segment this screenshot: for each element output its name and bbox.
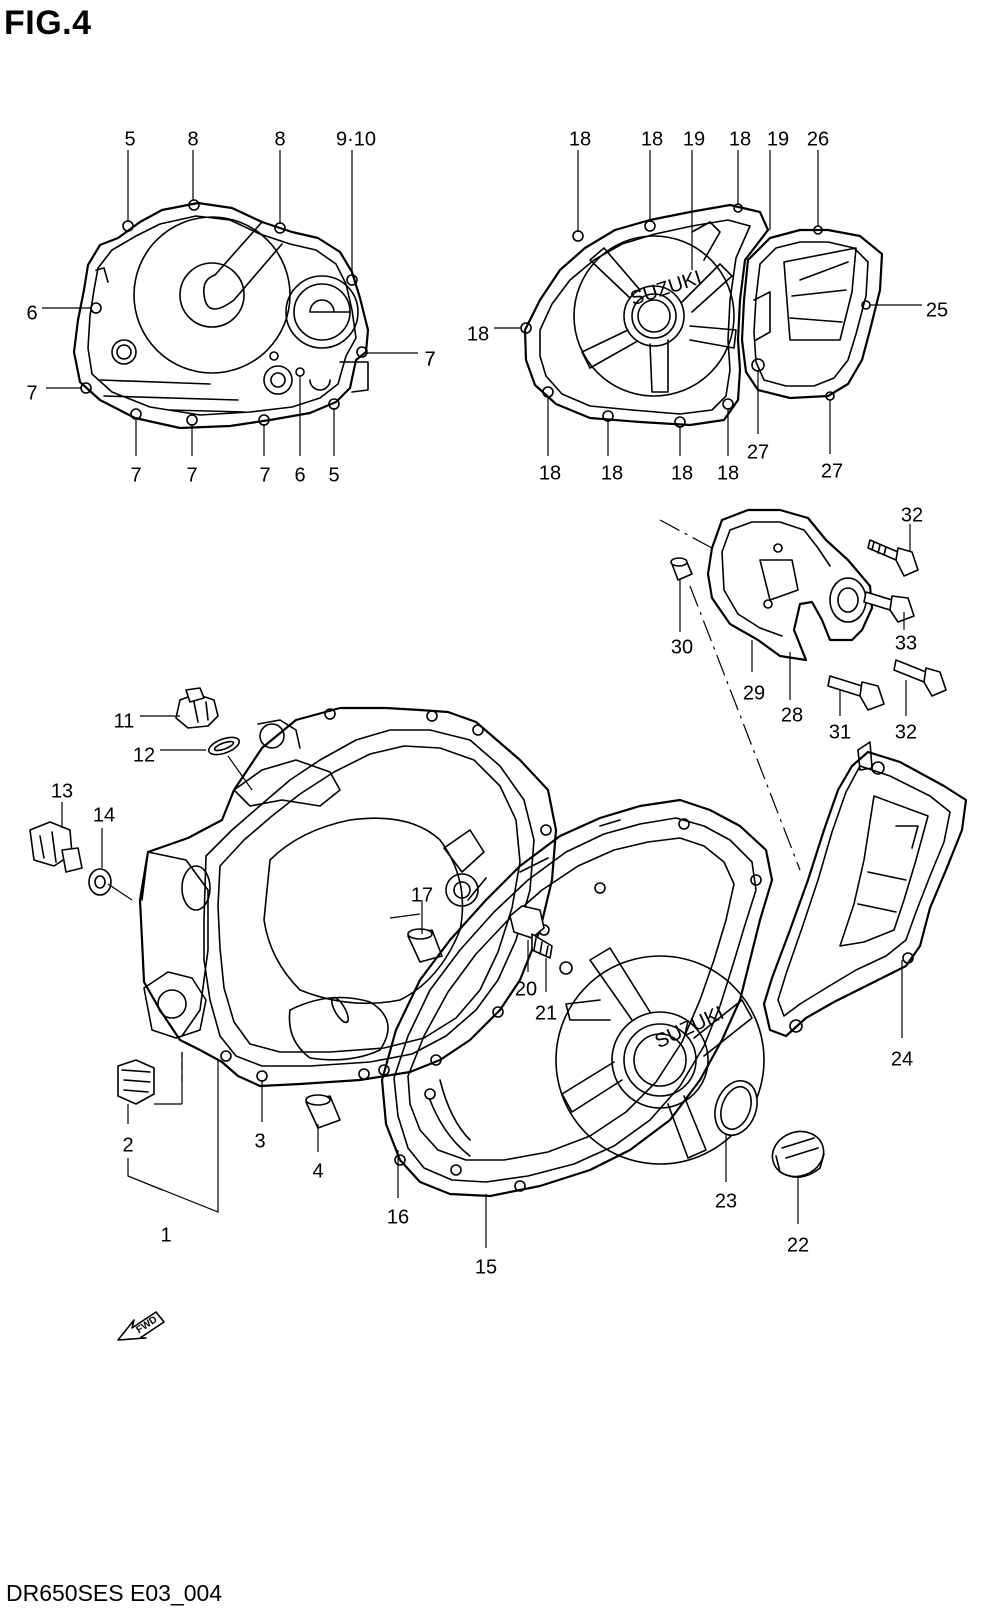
- o-ring-12: [207, 736, 241, 756]
- callout-4: 4: [312, 1160, 323, 1182]
- diagram-code: DR650SES E03_004: [6, 1580, 223, 1606]
- plug-2: [117, 1059, 155, 1105]
- callout-3: 3: [254, 1130, 265, 1152]
- callout-31: 31: [829, 721, 851, 743]
- callout-32: 32: [901, 504, 923, 526]
- callout-7: 7: [130, 464, 141, 486]
- oil-seal-23: [714, 1080, 758, 1136]
- callout-28: 28: [781, 704, 803, 726]
- callout-7: 7: [424, 348, 435, 370]
- callout-29: 29: [743, 682, 765, 704]
- callout-33: 33: [895, 632, 917, 654]
- dowel-pin-4: [305, 1094, 341, 1129]
- callout-7: 7: [424, 348, 435, 370]
- bolt-33: [863, 591, 915, 623]
- callout-8: 8: [274, 128, 285, 150]
- callout-18: 18: [729, 128, 751, 150]
- callout-14: 14: [93, 804, 115, 826]
- callout-27: 27: [747, 441, 769, 463]
- dowel-pin-17: [407, 928, 443, 963]
- callout-7: 7: [186, 464, 197, 486]
- callout-18: 18: [539, 462, 561, 484]
- bolt-31: [827, 675, 885, 711]
- callout-19: 19: [683, 128, 705, 150]
- generator-cover: SUZUKI: [378, 798, 774, 1198]
- callout-16: 16: [387, 1206, 409, 1228]
- callout-22: 22: [787, 1234, 809, 1256]
- lower-leaders: [61, 715, 903, 1248]
- sprocket-cover-gasket: [740, 225, 884, 401]
- dowel-pin-30: [670, 557, 693, 581]
- callout-27: 27: [821, 460, 843, 482]
- drain-plug-13: [29, 821, 83, 873]
- callout-5: 5: [328, 464, 339, 486]
- bolt-32-lower: [893, 659, 947, 697]
- brand-mark-bottom: SUZUKI: [652, 1002, 728, 1053]
- callout-26: 26: [807, 128, 829, 150]
- callout-7: 7: [26, 382, 37, 404]
- callout-21: 21: [535, 1002, 557, 1024]
- brand-mark-top: SUZUKI: [628, 267, 705, 311]
- callout-18: 18: [601, 462, 623, 484]
- left-cover-gasket: [72, 199, 370, 430]
- callout-7: 7: [259, 464, 270, 486]
- callout-15: 15: [475, 1256, 497, 1278]
- callout-18: 18: [641, 128, 663, 150]
- plug-22: [771, 1130, 825, 1178]
- callout-23: 23: [715, 1190, 737, 1212]
- callout-18: 18: [671, 462, 693, 484]
- assembly-line-guide: [659, 519, 801, 871]
- callout-13: 13: [51, 780, 73, 802]
- callout-17: 17: [411, 884, 433, 906]
- left-cover-leaders: [42, 150, 418, 456]
- gasket-14: [88, 868, 112, 896]
- right-cover-gasket: SUZUKI: [520, 203, 770, 428]
- callout-18: 18: [467, 323, 489, 345]
- guide-leaders: [679, 524, 911, 716]
- callout-20: 20: [515, 978, 537, 1000]
- callout-30: 30: [671, 636, 693, 658]
- bolt-32-upper: [867, 539, 919, 577]
- sprocket-cover: [762, 741, 968, 1038]
- callout-11: 11: [114, 710, 135, 732]
- callout-24: 24: [891, 1048, 913, 1070]
- callout-9-10: 9·10: [336, 128, 376, 150]
- callout-25: 25: [926, 299, 948, 321]
- figure-title: FIG.4: [4, 4, 92, 42]
- sprocket-guide: [706, 508, 874, 662]
- callout-19: 19: [767, 128, 789, 150]
- callout-2: 2: [122, 1134, 133, 1156]
- plug-20: [509, 905, 553, 959]
- callout-32: 32: [895, 721, 917, 743]
- callout-18: 18: [569, 128, 591, 150]
- callout-6: 6: [26, 302, 37, 324]
- right-cover-leaders: [494, 150, 922, 456]
- crankcase-cover: [138, 706, 558, 1088]
- callout-18: 18: [717, 462, 739, 484]
- callout-8: 8: [187, 128, 198, 150]
- fwd-arrow-icon: FWD: [117, 1311, 165, 1341]
- oil-filler-cap-11: [175, 687, 219, 729]
- callout-6: 6: [294, 464, 305, 486]
- callout-5: 5: [124, 128, 135, 150]
- callout-1: 1: [160, 1224, 171, 1246]
- callout-12: 12: [133, 744, 155, 766]
